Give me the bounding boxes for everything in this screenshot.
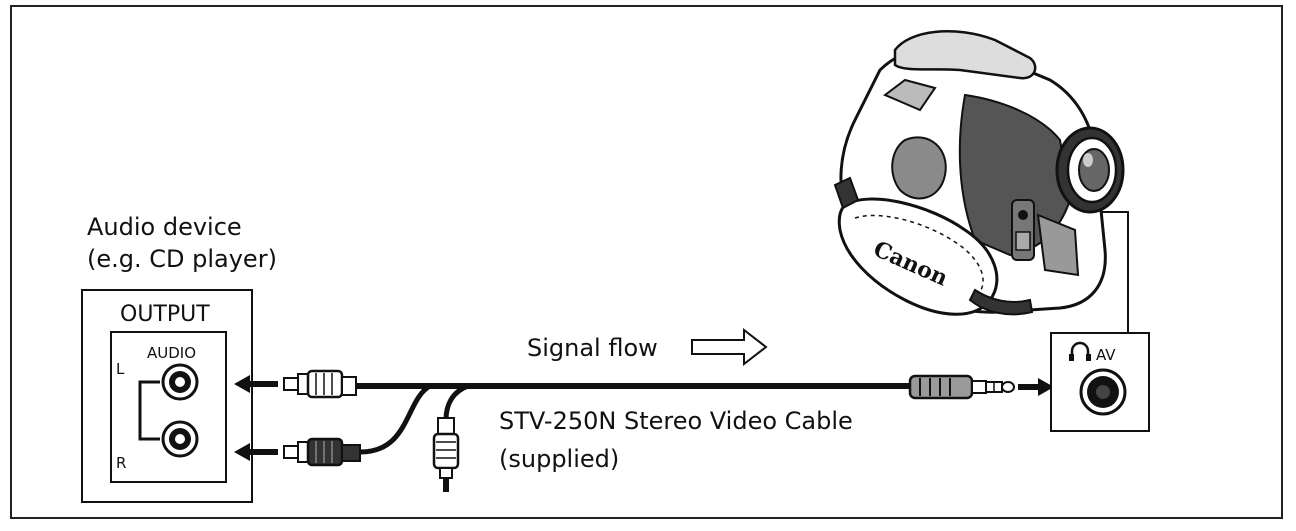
- cable-name-line2: (supplied): [499, 445, 620, 473]
- audio-label: AUDIO: [147, 344, 197, 362]
- arrow-into-av-jack: [1018, 378, 1054, 396]
- audio-jack-panel: [110, 331, 227, 483]
- signal-flow-label: Signal flow: [527, 334, 658, 362]
- jack-left-socket: [161, 363, 199, 401]
- plug-video-vertical: [432, 417, 460, 492]
- left-channel-label: L: [116, 360, 125, 378]
- arrow-into-right-jack: [234, 443, 278, 461]
- lr-bracket: [138, 380, 160, 441]
- output-label: OUTPUT: [120, 302, 210, 327]
- av-jack-label: AV: [1096, 346, 1116, 364]
- plug-white-left: [283, 369, 357, 399]
- jack-right-socket: [161, 420, 199, 458]
- right-channel-label: R: [116, 454, 127, 472]
- cable-branch-right: [359, 383, 432, 455]
- plug-mini-av: [908, 374, 1015, 400]
- plug-dark-right: [283, 437, 361, 467]
- camcorder-illustration: [833, 30, 1125, 316]
- audio-device-title-line1: Audio device: [87, 213, 242, 241]
- cable-name-line1: STV-250N Stereo Video Cable: [499, 407, 853, 435]
- cable-branch-video: [443, 383, 470, 421]
- signal-flow-arrow: [691, 327, 768, 367]
- audio-device-title-line2: (e.g. CD player): [87, 245, 277, 273]
- headphone-icon: [1070, 341, 1090, 360]
- av-jack-socket: [1079, 368, 1127, 416]
- arrow-into-left-jack: [234, 375, 278, 393]
- diagram-frame: [10, 5, 1283, 519]
